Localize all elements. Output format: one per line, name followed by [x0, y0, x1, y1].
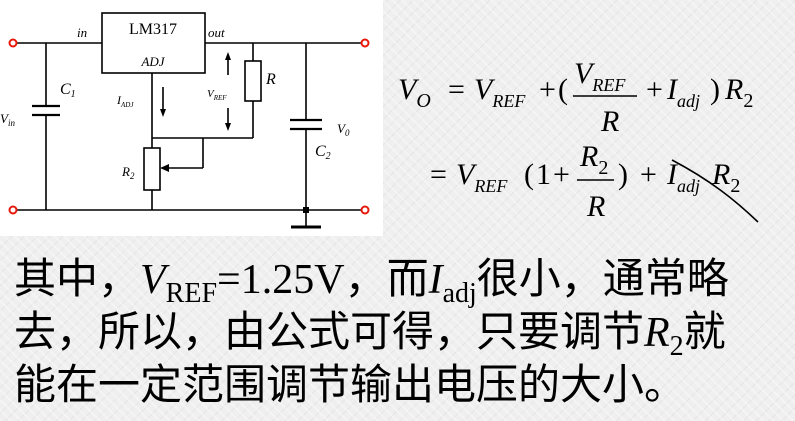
junction-ground — [303, 207, 309, 213]
terminal-in-bottom — [8, 205, 18, 215]
c1-label: C1 — [60, 81, 76, 100]
formula-vo: VO — [398, 73, 431, 112]
wiper-arrowhead — [160, 164, 169, 172]
terminal-out-bottom — [360, 205, 370, 215]
pin-adj-label: ADJ — [140, 54, 165, 69]
vref-down-arrowhead — [225, 123, 231, 131]
formula-eq1: = — [448, 73, 465, 106]
text-line-3: 能在一定范围调节输出电压的大小。 — [14, 360, 687, 409]
formula-frac1-den: R — [600, 105, 619, 138]
pin-in-label: in — [77, 25, 87, 40]
formula-frac2-den: R — [586, 190, 605, 223]
vref-label: VREF — [207, 88, 227, 102]
formula-one: 1 — [536, 158, 551, 191]
lm317-chip — [101, 12, 206, 74]
formula-iadj1: Iadj — [666, 73, 700, 111]
formula-lparen1: ( — [558, 73, 568, 106]
vref-up-arrowhead — [225, 52, 231, 60]
vo-label: V0 — [337, 121, 350, 138]
iadj-arrowhead — [160, 109, 166, 117]
r2-label: R2 — [121, 164, 135, 181]
terminal-out-top — [360, 38, 370, 48]
formula: VO = VREF + ( VREF R + Iadj ) R2 = VREF … — [398, 57, 759, 223]
formula-plus2: + — [646, 73, 663, 106]
formula-plus4: + — [640, 158, 657, 191]
strike-through — [671, 159, 759, 223]
formula-r2a: R2 — [724, 73, 753, 112]
vin-label: Vin — [0, 111, 15, 128]
terminal-in-top — [8, 38, 18, 48]
pin-out-label: out — [208, 25, 225, 40]
explanation-text: 其中，VREF=1.25V，而Iadj很小，通常略 去，所以，由公式可得，只要调… — [14, 253, 789, 411]
formula-eq2: = — [430, 158, 447, 191]
text-line-1: 其中，VREF=1.25V，而Iadj很小，通常略 — [14, 254, 729, 309]
r-label: R — [265, 71, 276, 88]
formula-vref1: VREF — [474, 73, 526, 111]
formula-plus3: + — [553, 158, 570, 191]
chip-name: LM317 — [129, 21, 177, 38]
lm317-circuit: LM317 ADJ in out C1 C2 R R2 Vin V0 IADJ … — [0, 12, 370, 229]
formula-frac1-num: VREF — [574, 57, 626, 95]
formula-rparen1: ) — [710, 73, 720, 106]
formula-iadj2: Iadj — [666, 158, 700, 196]
formula-plus1: + — [539, 73, 556, 106]
formula-lparen2: ( — [524, 158, 534, 191]
c2-label: C2 — [315, 143, 331, 162]
formula-rparen2: ) — [618, 158, 628, 191]
text-line-2: 去，所以，由公式可得，只要调节R2就 — [14, 307, 726, 362]
formula-frac2-num: R2 — [579, 140, 608, 179]
iadj-label: IADJ — [116, 93, 134, 109]
formula-vref2: VREF — [456, 158, 508, 196]
formula-r2b: R2 — [711, 158, 740, 197]
